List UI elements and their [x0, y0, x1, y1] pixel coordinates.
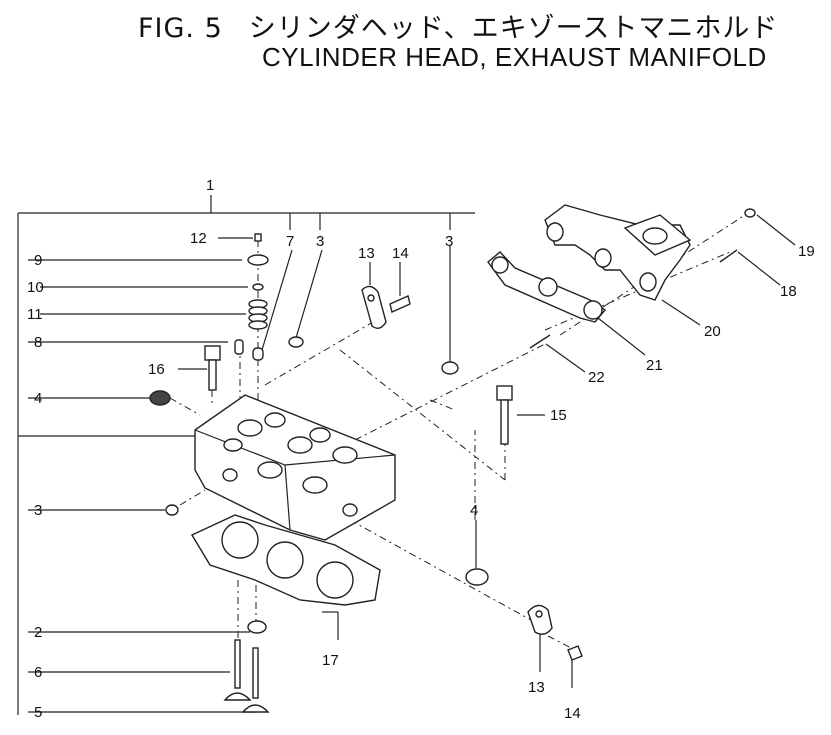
callout-4-left: 4 — [34, 390, 42, 407]
callout-labels: 1 12 7 3 13 14 3 9 10 11 8 16 4 3 2 6 5 … — [27, 177, 815, 722]
callout-19: 19 — [798, 243, 815, 260]
leader-lines — [17, 195, 796, 715]
callout-11: 11 — [27, 306, 43, 323]
plug-bottom — [465, 568, 489, 586]
lifting-eye-top — [361, 285, 387, 329]
callout-22: 22 — [588, 369, 605, 386]
manifold-stud — [719, 249, 738, 263]
callout-13-top: 13 — [358, 245, 375, 262]
exhaust-gasket — [487, 251, 607, 323]
head-gasket — [190, 514, 381, 606]
title-block: FIG. 5 シリンダヘッド、エキゾーストマニホルド CYLINDER HEAD,… — [0, 0, 831, 80]
callout-7: 7 — [286, 233, 294, 250]
figure-title-en: CYLINDER HEAD, EXHAUST MANIFOLD — [262, 42, 767, 72]
valve-cotter — [254, 233, 262, 242]
callout-15: 15 — [550, 407, 567, 424]
callout-10: 10 — [27, 279, 44, 296]
exhaust-valve — [241, 647, 270, 713]
valve-stem-seal — [252, 347, 264, 361]
plug-top — [288, 336, 304, 348]
exhaust-manifold — [544, 204, 692, 301]
lifting-eye-bolt-top — [389, 295, 411, 313]
manifold-stud-bolt — [496, 385, 513, 445]
spring-retainer — [247, 254, 269, 266]
spring-seat — [252, 283, 264, 291]
manifold-nut — [744, 208, 756, 218]
callout-8: 8 — [34, 334, 42, 351]
intake-valve — [223, 639, 252, 701]
figure-title-japanese: シリンダヘッド、エキゾーストマニホルド — [248, 13, 779, 44]
callout-18: 18 — [780, 283, 797, 300]
callout-13-bottom: 13 — [528, 679, 545, 696]
callout-20: 20 — [704, 323, 721, 340]
lifting-eye-bolt-bottom — [567, 645, 583, 661]
callout-21: 21 — [646, 357, 663, 374]
valve-spring — [248, 299, 268, 330]
callout-3-left: 3 — [34, 502, 42, 519]
dowel-pin — [234, 339, 244, 355]
head-bolt — [204, 345, 221, 391]
callout-17: 17 — [322, 652, 339, 669]
callout-2: 2 — [34, 624, 42, 641]
lifting-eye-bottom — [527, 604, 553, 635]
callout-14-top: 14 — [392, 245, 409, 262]
callout-4-right: 4 — [470, 502, 478, 519]
callout-1: 1 — [206, 177, 214, 194]
plug-front — [165, 504, 179, 516]
callout-12: 12 — [190, 230, 207, 247]
callout-16: 16 — [148, 361, 165, 378]
plug-right — [441, 361, 459, 375]
callout-14-bottom: 14 — [564, 705, 581, 722]
callout-3-top: 3 — [316, 233, 324, 250]
figure-number: FIG. 5 — [138, 13, 223, 44]
callout-6: 6 — [34, 664, 42, 681]
figure-title-jp: FIG. 5 シリンダヘッド、エキゾーストマニホルド — [138, 6, 778, 45]
cylinder-head — [194, 394, 396, 541]
valve-guide — [247, 620, 267, 634]
callout-5: 5 — [34, 704, 42, 721]
callout-3-right: 3 — [445, 233, 453, 250]
plug-left — [149, 390, 171, 406]
stud — [529, 334, 551, 349]
parts — [149, 204, 756, 713]
callout-9: 9 — [34, 252, 42, 269]
